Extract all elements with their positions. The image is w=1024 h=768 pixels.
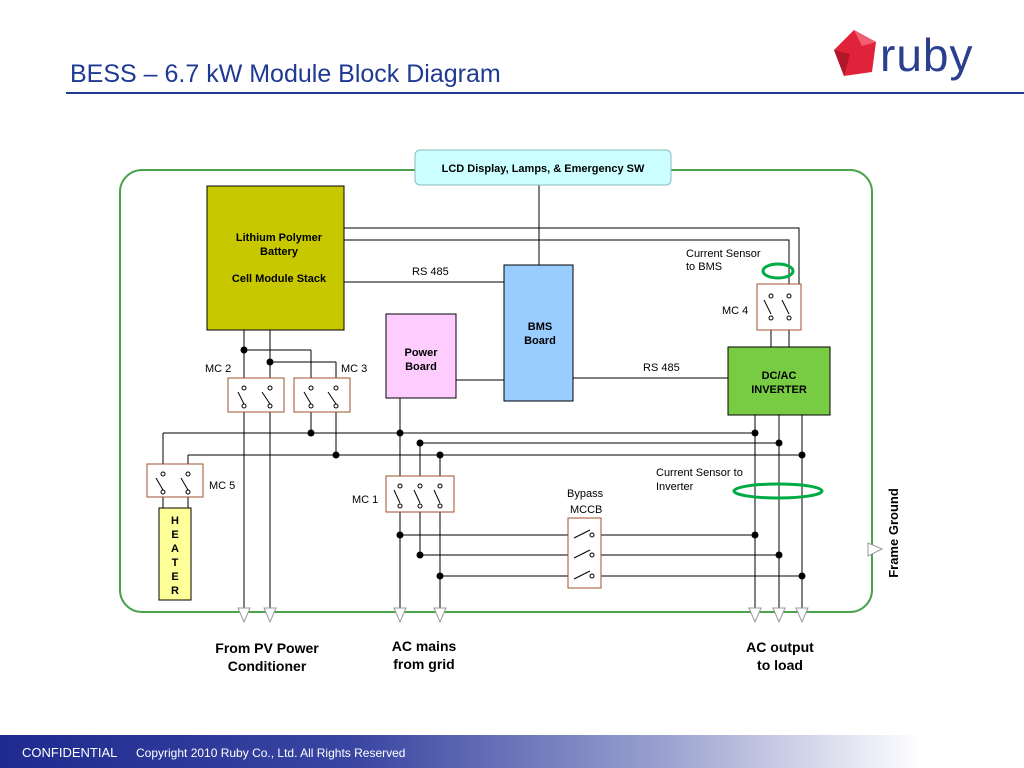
contactor-mc4 xyxy=(756,283,802,331)
inverter-label-2: INVERTER xyxy=(751,384,807,396)
current-sensor-bms-icon xyxy=(761,262,795,280)
bms-label-1: BMS xyxy=(528,321,552,333)
heater-letter: A xyxy=(171,543,179,555)
contactor-mc3 xyxy=(293,377,351,413)
power-board-box xyxy=(385,313,457,399)
current-sensor-bms-label-1: Current Sensor xyxy=(686,248,761,260)
lcd-label: LCD Display, Lamps, & Emergency SW xyxy=(442,163,645,175)
heater-box xyxy=(158,507,192,601)
heater-letter: T xyxy=(172,557,179,569)
heater-letter: R xyxy=(171,585,179,597)
ac-mains-label-1: AC mains xyxy=(392,638,457,654)
mc5-label: MC 5 xyxy=(209,480,235,492)
frame-ground-label: Frame Ground xyxy=(886,488,901,578)
block-diagram: LCD Display, Lamps, & Emergency SW Lithi… xyxy=(119,149,901,674)
inverter-box xyxy=(727,346,831,416)
current-sensor-inverter-icon xyxy=(732,482,824,500)
ac-output-label-2: to load xyxy=(757,657,803,673)
footer-bar xyxy=(0,735,1024,768)
bms-board-box xyxy=(503,264,574,402)
terminal-icons xyxy=(237,542,884,624)
power-board-label-1: Power xyxy=(404,347,438,359)
battery-box xyxy=(206,185,345,331)
bypass-label-2: MCCB xyxy=(570,504,602,516)
confidential-label: CONFIDENTIAL xyxy=(22,745,118,760)
battery-label-1: Lithium Polymer xyxy=(236,232,323,244)
title-rule xyxy=(66,92,1024,94)
lcd-display-box xyxy=(414,149,672,186)
inverter-label-1: DC/AC xyxy=(762,370,797,382)
ac-mains-label-2: from grid xyxy=(393,656,454,672)
current-sensor-inv-label-2: Inverter xyxy=(656,481,694,493)
contactor-mc1 xyxy=(385,475,455,513)
mc2-label: MC 2 xyxy=(205,363,231,375)
mc1-label: MC 1 xyxy=(352,494,378,506)
rs485-right-label: RS 485 xyxy=(643,362,680,374)
pv-label-1: From PV Power xyxy=(215,640,319,656)
battery-label-2: Battery xyxy=(260,246,299,258)
pv-label-2: Conditioner xyxy=(228,658,307,674)
ruby-logo xyxy=(834,30,876,76)
contactor-mc5 xyxy=(146,463,204,498)
heater-letter: E xyxy=(171,529,178,541)
ac-output-label-1: AC output xyxy=(746,639,814,655)
bypass-mccb xyxy=(567,517,602,589)
logo-text: ruby xyxy=(880,29,974,81)
power-board-label-2: Board xyxy=(405,361,437,373)
mc3-label: MC 3 xyxy=(341,363,367,375)
rs485-top-label: RS 485 xyxy=(412,266,449,278)
bypass-label-1: Bypass xyxy=(567,488,604,500)
page-title: BESS – 6.7 kW Module Block Diagram xyxy=(70,60,501,88)
mc4-label: MC 4 xyxy=(722,305,748,317)
copyright-label: Copyright 2010 Ruby Co., Ltd. All Rights… xyxy=(136,746,406,760)
current-sensor-bms-label-2: to BMS xyxy=(686,261,722,273)
heater-letter: E xyxy=(171,571,178,583)
heater-letter: H xyxy=(171,515,179,527)
battery-label-3: Cell Module Stack xyxy=(232,273,327,285)
contactor-mc2 xyxy=(227,377,285,413)
current-sensor-inv-label-1: Current Sensor to xyxy=(656,467,743,479)
bms-label-2: Board xyxy=(524,335,556,347)
